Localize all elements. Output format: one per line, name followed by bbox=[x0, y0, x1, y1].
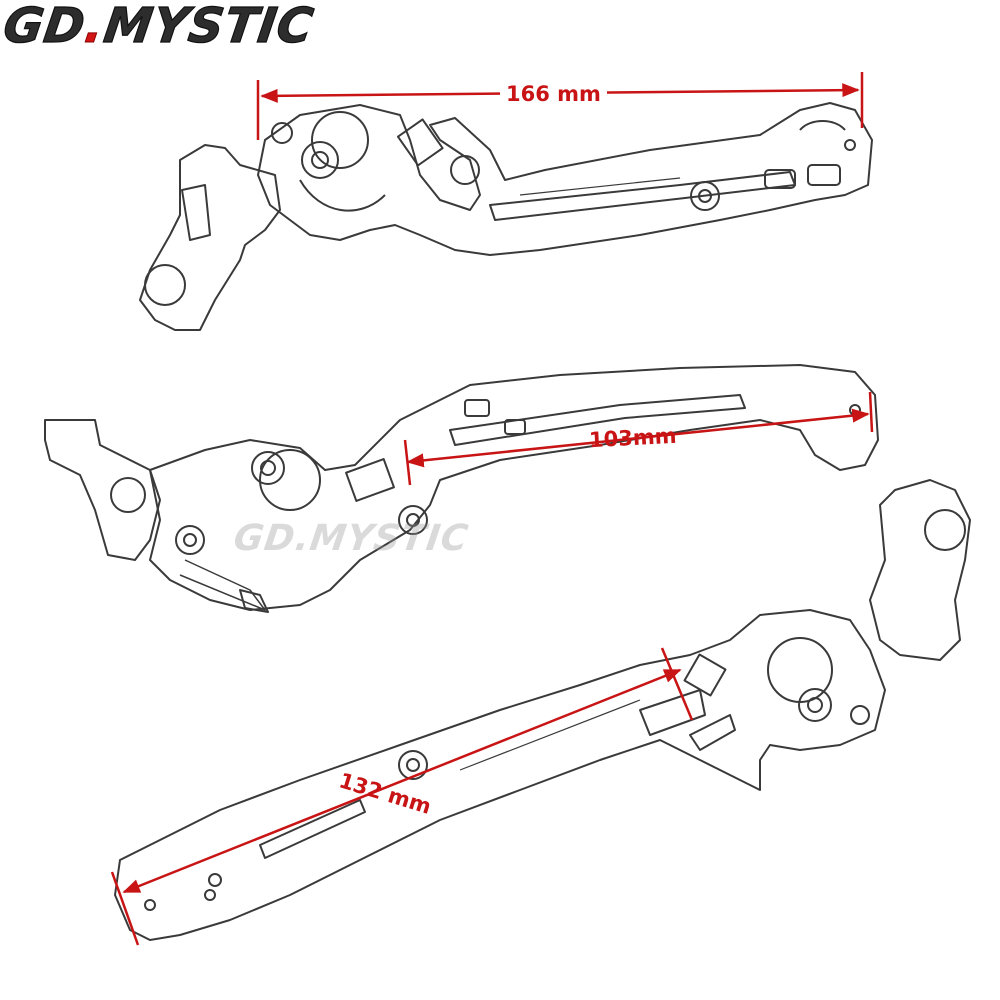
lever-bottom-mount-hole bbox=[924, 509, 966, 551]
lever-top-pivot bbox=[257, 102, 873, 256]
lever-middle-mount bbox=[44, 419, 161, 561]
lever-top-mount bbox=[139, 144, 281, 331]
lever-middle-lower-bolt bbox=[175, 525, 205, 555]
lever-bottom-adjust-bolt bbox=[398, 750, 428, 780]
lever-top-pivot-bolt bbox=[301, 141, 339, 179]
lever-top-slot bbox=[489, 171, 796, 221]
dimension-top-label: 166 mm bbox=[500, 82, 607, 106]
dimension-bottom bbox=[110, 647, 694, 946]
lever-top-mount-hole bbox=[144, 264, 186, 306]
lever-middle-adjust-bolt bbox=[398, 505, 428, 535]
lever-middle-body bbox=[149, 364, 879, 611]
lever-middle-mount-hole bbox=[110, 477, 146, 513]
lever-middle-pivot-bolt bbox=[251, 451, 285, 485]
lever-top-adjust-bolt bbox=[690, 181, 720, 211]
brand-watermark: GD.MYSTIC bbox=[231, 518, 472, 559]
dimension-middle-ext-right bbox=[868, 391, 874, 433]
lever-bottom-slot bbox=[259, 799, 366, 859]
lever-top bbox=[139, 102, 873, 331]
dimension-bottom-ext-right bbox=[660, 647, 694, 721]
lever-bottom-pivot-bolt bbox=[798, 688, 832, 722]
dimension-bottom-line bbox=[122, 668, 682, 894]
dimension-bottom-ext-left bbox=[110, 871, 140, 946]
lever-middle bbox=[44, 364, 879, 613]
lever-bottom-mount bbox=[869, 479, 971, 661]
dimension-middle bbox=[403, 391, 874, 486]
dimension-middle-line bbox=[406, 408, 870, 468]
